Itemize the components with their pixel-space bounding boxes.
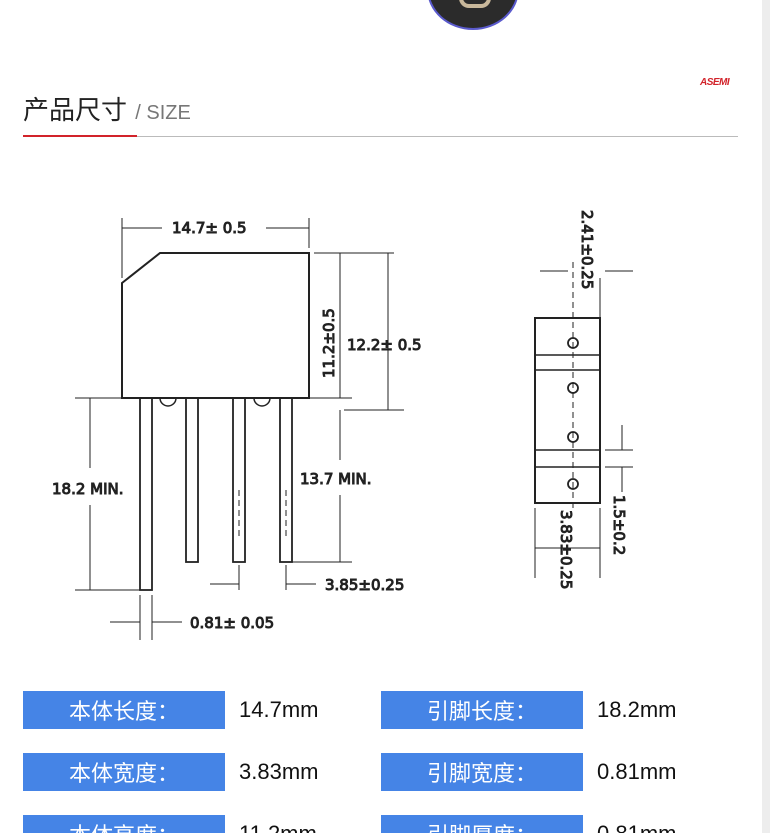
dimension-lines: [75, 218, 404, 640]
spec-body-height: 本体高度： 11.2mm: [23, 815, 317, 833]
dim-body-height: 11.2±0.5: [320, 308, 338, 378]
lead-3: [232, 397, 246, 563]
lead-2: [185, 397, 199, 563]
spec-label: 本体长度：: [23, 691, 225, 729]
scrollbar[interactable]: [762, 0, 770, 833]
lead-4: [279, 397, 293, 563]
divider-accent: [23, 135, 137, 137]
front-view: 14.7± 0.5 11.2±0.5 12.2± 0.5 18.2 MIN. 1…: [52, 218, 422, 640]
dim-total-height: 12.2± 0.5: [347, 336, 422, 354]
spec-value: 0.81mm: [597, 759, 677, 784]
spec-lead-thickness: 引脚厚度： 0.81mm: [381, 815, 676, 833]
divider: [23, 136, 738, 137]
dim-side-gap: 1.5±0.2: [610, 495, 628, 555]
spec-value: 3.83mm: [239, 759, 319, 784]
spec-label: 引脚厚度：: [381, 815, 583, 833]
spec-label: 本体高度：: [23, 815, 225, 833]
title-cn: 产品尺寸: [23, 96, 128, 126]
spec-body-width: 本体宽度： 3.83mm: [23, 753, 318, 791]
lead-1: [139, 397, 153, 591]
side-body: [534, 317, 601, 504]
lead-centerlines: [238, 490, 287, 540]
spec-body-length: 本体长度： 14.7mm: [23, 691, 318, 729]
dim-pitch: 3.85±0.25: [325, 576, 404, 594]
dim-lead-length: 18.2 MIN.: [52, 480, 124, 498]
dim-lead-length-short: 13.7 MIN.: [300, 470, 372, 488]
spec-value: 11.2mm: [239, 821, 317, 833]
dim-side-width: 3.83±0.25: [557, 510, 575, 589]
spec-lead-width: 引脚宽度： 0.81mm: [381, 753, 676, 791]
product-badge-image: [427, 0, 519, 30]
spec-value: 14.7mm: [239, 697, 319, 722]
dimension-drawing: 14.7± 0.5 11.2±0.5 12.2± 0.5 18.2 MIN. 1…: [52, 210, 633, 640]
side-view: 2.41±0.25 1.5±0.2 3.83±0.25: [534, 210, 633, 590]
spec-lead-length: 引脚长度： 18.2mm: [381, 691, 676, 729]
spec-label: 引脚长度：: [381, 691, 583, 729]
spec-label: 本体宽度：: [23, 753, 225, 791]
dim-lead-width: 0.81± 0.05: [190, 614, 274, 632]
spec-value: 18.2mm: [597, 697, 677, 722]
asemi-logo: ASEMI: [700, 77, 730, 88]
title-en: / SIZE: [135, 102, 191, 124]
section-title: 产品尺寸 / SIZE: [23, 90, 191, 127]
dim-side-top: 2.41±0.25: [578, 210, 596, 289]
dim-body-length: 14.7± 0.5: [172, 219, 247, 237]
spec-label: 引脚宽度：: [381, 753, 583, 791]
component-body: [121, 252, 310, 399]
badge-mark-icon: [459, 0, 491, 8]
spec-value: 0.81mm: [597, 821, 676, 833]
body-notches: [159, 397, 271, 407]
